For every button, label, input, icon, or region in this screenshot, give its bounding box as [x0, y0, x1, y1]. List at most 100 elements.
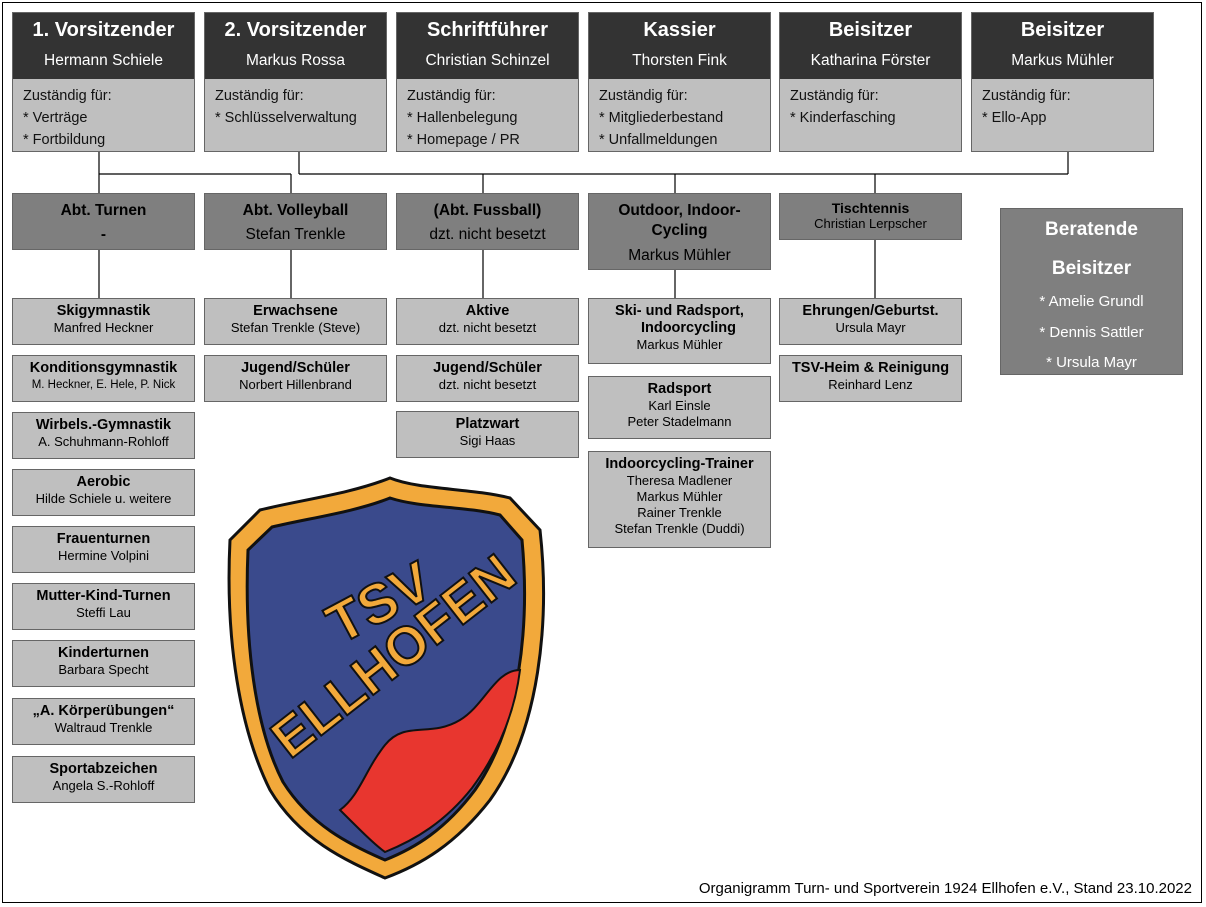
group-title: Indoorcycling-Trainer: [605, 456, 754, 472]
resp-item: * Verträge: [23, 110, 88, 126]
group-name: A. Schuhmann-Rohloff: [38, 434, 169, 449]
advisors-box: Beratende Beisitzer * Amelie Grundl * De…: [1000, 208, 1183, 375]
group-title: Aerobic: [76, 474, 131, 490]
group-name: Stefan Trenkle (Duddi): [614, 521, 745, 536]
tsv-crest-logo: TSV ELLHOFEN: [227, 476, 545, 880]
advisor-member: * Dennis Sattler: [1039, 323, 1144, 341]
group-name: Theresa Madlener: [626, 473, 733, 488]
officer-title: Schriftführer: [426, 19, 549, 41]
dept-title: Tischtennis: [831, 200, 910, 216]
officer-title: 1. Vorsitzender: [32, 19, 175, 41]
dept-fussball: (Abt. Fussball) dzt. nicht besetzt: [396, 193, 579, 250]
group-title: Aktive: [465, 303, 510, 319]
group-name: dzt. nicht besetzt: [438, 377, 537, 392]
group-title: Sportabzeichen: [49, 761, 158, 777]
officer-name: Hermann Schiele: [44, 52, 163, 69]
resp-item: * Ello-App: [982, 110, 1047, 126]
dept-name: Stefan Trenkle: [245, 226, 346, 243]
group-name: Hilde Schiele u. weitere: [35, 491, 172, 506]
group-name: Waltraud Trenkle: [54, 720, 153, 735]
dept-title: (Abt. Fussball): [433, 202, 542, 219]
resp-label: Zuständig für:: [982, 88, 1071, 104]
group-title: Radsport: [647, 381, 712, 397]
group-name: Rainer Trenkle: [637, 505, 722, 520]
dept-title: Abt. Turnen: [60, 202, 147, 219]
officer-name: Christian Schinzel: [425, 52, 550, 69]
group-name: M. Heckner, E. Hele, P. Nick: [31, 379, 176, 391]
group-title: Jugend/Schüler: [433, 360, 542, 376]
group-title-line: Ski- und Radsport,: [615, 303, 744, 319]
group-name: Ursula Mayr: [835, 320, 906, 335]
group-name: Hermine Volpini: [57, 548, 150, 563]
group-name: Manfred Heckner: [53, 320, 154, 335]
dept-name: Christian Lerpscher: [814, 216, 927, 231]
resp-item: * Kinderfasching: [790, 110, 896, 126]
resp-label: Zuständig für:: [23, 88, 112, 104]
officer-name: Thorsten Fink: [632, 52, 727, 69]
dept-cycling: Outdoor, Indoor- Cycling Markus Mühler: [588, 193, 771, 270]
officer-title: Kassier: [643, 19, 716, 41]
group-title-line: Indoorcycling: [640, 320, 737, 336]
group-name: Markus Mühler: [636, 337, 723, 352]
group-title: „A. Körperübungen“: [32, 703, 175, 719]
group-title: Frauenturnen: [56, 531, 151, 547]
advisors-title-line: Beisitzer: [1051, 258, 1132, 279]
group-name: Stefan Trenkle (Steve): [230, 320, 361, 335]
dept-turnen: Abt. Turnen -: [12, 193, 195, 250]
group-title: Mutter-Kind-Turnen: [36, 588, 171, 604]
dept-volleyball: Abt. Volleyball Stefan Trenkle: [204, 193, 387, 250]
group-title: TSV-Heim & Reinigung: [791, 360, 950, 376]
group-name: Markus Mühler: [636, 489, 723, 504]
group-title: Skigymnastik: [56, 303, 151, 319]
dept-title: Abt. Volleyball: [242, 202, 349, 219]
group-title: Wirbels.-Gymnastik: [35, 417, 172, 433]
resp-item: * Mitgliederbestand: [599, 110, 724, 126]
group-title: Erwachsene: [253, 303, 338, 319]
group-box: Indoorcycling-Trainer Theresa Madlener M…: [588, 451, 771, 548]
advisors-title-line: Beratende: [1045, 219, 1138, 240]
group-box: Ehrungen/Geburtst.Ursula Mayr: [779, 298, 962, 345]
dept-title-line: Cycling: [651, 222, 708, 239]
group-name: Norbert Hillenbrand: [239, 377, 352, 392]
dept-name: -: [100, 226, 107, 243]
resp-item: * Hallenbelegung: [407, 110, 518, 126]
group-name: Peter Stadelmann: [627, 414, 732, 429]
dept-title-line: Outdoor, Indoor-: [618, 202, 741, 219]
officer-name: Markus Mühler: [1011, 52, 1114, 69]
resp-label: Zuständig für:: [790, 88, 879, 104]
dept-name: dzt. nicht besetzt: [429, 226, 546, 243]
officer-title: Beisitzer: [828, 19, 913, 41]
group-box: „A. Körperübungen“Waltraud Trenkle: [12, 698, 195, 745]
group-box: Ski- und Radsport, Indoorcycling Markus …: [588, 298, 771, 364]
group-name: Steffi Lau: [76, 605, 131, 620]
resp-label: Zuständig für:: [599, 88, 688, 104]
group-box: Radsport Karl Einsle Peter Stadelmann: [588, 376, 771, 439]
dept-tischtennis: Tischtennis Christian Lerpscher: [779, 193, 962, 240]
officer-title: 2. Vorsitzender: [224, 19, 367, 41]
group-title: Kinderturnen: [57, 645, 150, 661]
resp-item: * Schlüsselverwaltung: [215, 110, 357, 126]
group-name: Barbara Specht: [58, 662, 149, 677]
officer-name: Markus Rossa: [245, 52, 346, 69]
resp-item: * Unfallmeldungen: [599, 132, 718, 148]
resp-label: Zuständig für:: [215, 88, 304, 104]
advisor-member: * Ursula Mayr: [1046, 354, 1137, 371]
advisor-member: * Amelie Grundl: [1039, 293, 1144, 310]
